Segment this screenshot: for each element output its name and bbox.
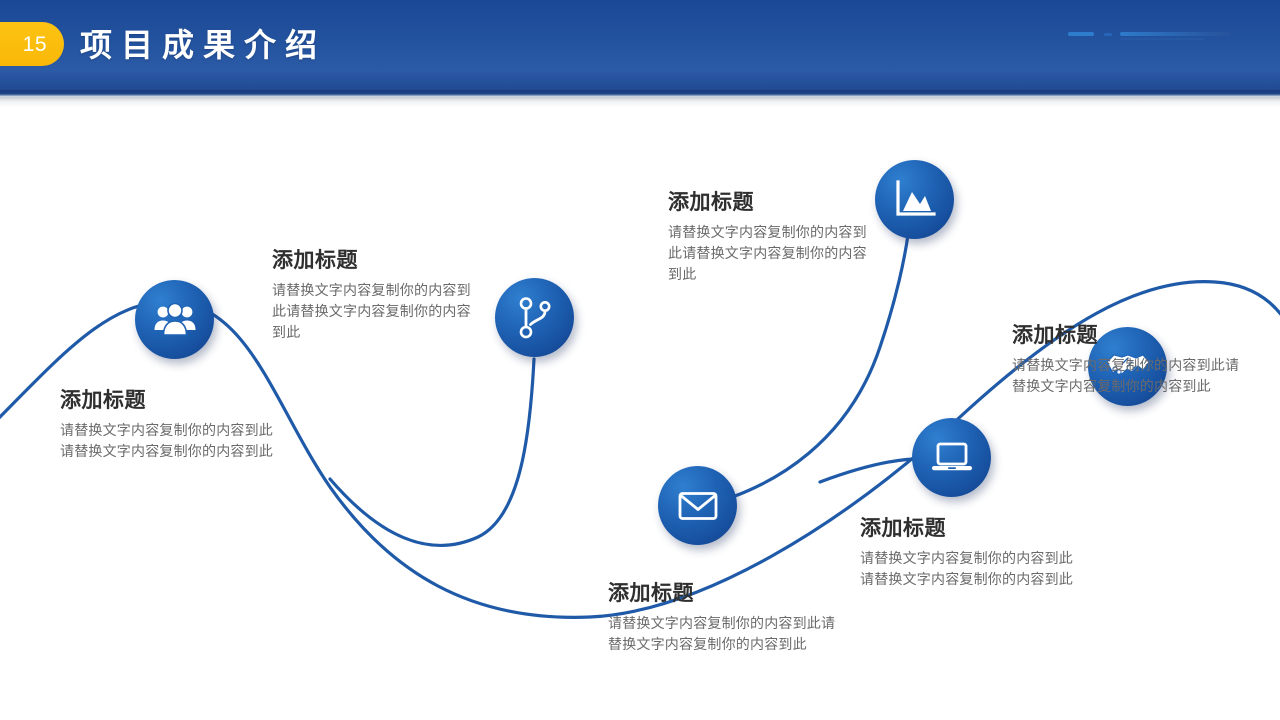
block-title: 添加标题 (608, 582, 694, 605)
infographic-stage: 添加标题 请替换文字内容复制你的内容到此请替换文字内容复制你的内容到此 添加标题… (0, 107, 1280, 720)
node-branch[interactable] (495, 278, 574, 357)
header-underline (0, 90, 1280, 97)
block-title: 添加标题 (272, 249, 358, 272)
people-group-icon (154, 302, 195, 336)
block-body: 请替换文字内容复制你的内容到此请替换文字内容复制你的内容到此 (860, 550, 1073, 587)
block-title: 添加标题 (60, 389, 146, 412)
block-title: 添加标题 (1012, 324, 1098, 347)
slide-header: 15 项目成果介绍 (0, 0, 1280, 90)
node-envelope[interactable] (658, 466, 737, 545)
block-title: 添加标题 (668, 191, 754, 214)
handshake-icon (1105, 353, 1150, 375)
block-handshake: 添加标题 请替换文字内容复制你的内容到此请替换文字内容复制你的内容到此 (1012, 322, 1240, 397)
page-number-badge: 15 (0, 22, 64, 66)
block-body: 请替换文字内容复制你的内容到此请替换文字内容复制你的内容到此 (272, 282, 471, 340)
block-body: 请替换文字内容复制你的内容到此请替换文字内容复制你的内容到此 (608, 615, 836, 652)
block-branch: 添加标题 请替换文字内容复制你的内容到此请替换文字内容复制你的内容到此 (272, 247, 480, 343)
node-handshake[interactable] (1088, 327, 1167, 406)
git-branch-icon (519, 296, 550, 338)
block-body: 请替换文字内容复制你的内容到此请替换文字内容复制你的内容到此 (1012, 357, 1240, 394)
branch-path-chart (698, 217, 912, 509)
laptop-icon (931, 442, 972, 470)
header-decoration-line-4 (1120, 38, 1204, 40)
block-laptop: 添加标题 请替换文字内容复制你的内容到此请替换文字内容复制你的内容到此 (860, 515, 1076, 590)
block-body: 请替换文字内容复制你的内容到此请替换文字内容复制你的内容到此 (668, 224, 867, 282)
block-chart: 添加标题 请替换文字内容复制你的内容到此请替换文字内容复制你的内容到此 (668, 189, 876, 285)
page-title: 项目成果介绍 (80, 27, 327, 63)
header-drop-shadow (0, 97, 1280, 107)
block-people: 添加标题 请替换文字内容复制你的内容到此请替换文字内容复制你的内容到此 (60, 387, 275, 462)
header-decoration-line-3 (1120, 32, 1230, 36)
node-chart[interactable] (875, 160, 954, 239)
node-laptop[interactable] (912, 418, 991, 497)
block-body: 请替换文字内容复制你的内容到此请替换文字内容复制你的内容到此 (60, 422, 273, 459)
block-envelope: 添加标题 请替换文字内容复制你的内容到此请替换文字内容复制你的内容到此 (608, 580, 836, 655)
header-decoration-line-1 (1068, 32, 1094, 36)
envelope-icon (678, 491, 717, 520)
area-chart-icon (895, 179, 936, 216)
block-title: 添加标题 (860, 517, 946, 540)
page-number-label: 15 (22, 32, 47, 56)
header-decoration-line-2 (1104, 33, 1112, 36)
node-people[interactable] (135, 280, 214, 359)
branch-path-git (328, 357, 536, 547)
